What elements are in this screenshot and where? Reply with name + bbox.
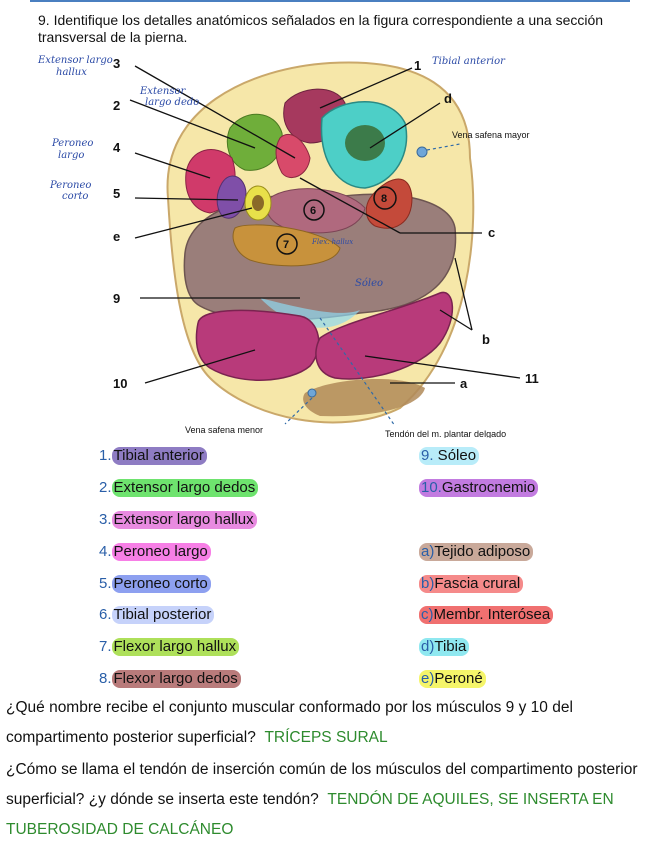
hand-ext-largo-dedo-1: Extensor xyxy=(139,86,186,97)
legend-right-5: d)Tibia xyxy=(419,638,470,656)
label-9: 9 xyxy=(113,291,120,306)
legend-left-4: 5.Peroneo corto xyxy=(99,575,211,593)
question-2-text: ¿Cómo se llama el tendón de inserción co… xyxy=(6,761,638,808)
hand-ext-largo-hallux-1: Extensor largo xyxy=(37,55,113,66)
extensor-dedos-shape xyxy=(226,113,283,171)
legend-left-7: 8.Flexor largo dedos xyxy=(99,670,241,688)
tendon-plantar-label: Tendón del m. plantar delgado xyxy=(385,429,506,438)
hand-flex-hallux: Flex. hallux xyxy=(311,238,353,246)
leg-cross-section-figure: 6 7 8 3 2 4 5 e 9 10 1 d c b a 11 Vena s… xyxy=(37,55,539,438)
label-c: c xyxy=(488,225,495,240)
label-3: 3 xyxy=(113,56,120,71)
legend-right-1: 10.Gastrocnemio xyxy=(419,479,539,497)
label-1: 1 xyxy=(414,58,421,73)
hand-peroneo-largo-1: Peroneo xyxy=(51,138,93,149)
question-2-answer: TENDÓN DE AQUILES, SE INSERTA EN TUBEROS… xyxy=(6,791,614,838)
flexor-hallux-shape xyxy=(232,224,341,267)
label-8: 8 xyxy=(381,193,387,205)
label-2: 2 xyxy=(113,98,120,113)
legend-left-1: 2.Extensor largo dedos xyxy=(99,479,259,497)
hand-peroneo-largo-2: largo xyxy=(58,150,84,161)
legend-right-6: e)Peroné xyxy=(419,670,486,688)
hand-ext-largo-dedo-2: largo dedo xyxy=(145,97,199,108)
label-b: b xyxy=(482,332,490,347)
extensor-hallux-shape xyxy=(275,133,311,178)
label-11: 11 xyxy=(525,371,539,386)
label-d: d xyxy=(444,91,452,106)
label-6: 6 xyxy=(310,205,316,217)
legend-left-6: 7.Flexor largo hallux xyxy=(99,638,240,656)
legend-right-3: b)Fascia crural xyxy=(419,575,524,593)
circle-8 xyxy=(373,186,397,210)
legend-right-2: a)Tejido adiposo xyxy=(419,543,534,561)
gastrocnemio-medial xyxy=(195,309,320,381)
hand-ext-largo-hallux-2: hallux xyxy=(56,67,87,78)
vena-safena-menor-label: Vena safena menor xyxy=(185,425,263,435)
label-e: e xyxy=(113,229,120,244)
label-10: 10 xyxy=(113,376,127,391)
question-2: ¿Cómo se llama el tendón de inserción co… xyxy=(6,755,656,845)
vena-safena-menor-dot xyxy=(307,388,317,398)
hand-tibial-anterior: Tibial anterior xyxy=(432,56,506,67)
label-4: 4 xyxy=(113,140,121,155)
question-1-answer: TRÍCEPS SURAL xyxy=(264,729,388,746)
hand-peroneo-corto-1: Peroneo xyxy=(49,180,91,191)
perone-marrow xyxy=(252,195,264,211)
label-7: 7 xyxy=(283,239,289,251)
vena-safena-mayor-label: Vena safena mayor xyxy=(452,130,530,140)
gastrocnemio-lateral xyxy=(315,291,454,380)
question-1-text: ¿Qué nombre recibe el conjunto muscular … xyxy=(6,699,573,746)
label-a: a xyxy=(460,376,468,391)
header-rule xyxy=(30,0,630,2)
legend-right-0: 9. Sóleo xyxy=(419,447,480,465)
tibia-marrow xyxy=(345,125,385,161)
adipose-region xyxy=(303,378,425,417)
circle-7 xyxy=(276,233,298,255)
vena-safena-mayor-dot xyxy=(416,146,428,158)
dashed-leaders xyxy=(284,143,461,427)
legend-left-0: 1.Tibial anterior xyxy=(99,447,207,465)
hand-peroneo-corto-2: corto xyxy=(62,191,88,202)
leader-lines xyxy=(129,65,521,384)
question-1: ¿Qué nombre recibe el conjunto muscular … xyxy=(6,693,656,753)
question-title: 9. Identifique los detalles anatómicos s… xyxy=(38,12,604,45)
legend-left-3: 4.Peroneo largo xyxy=(99,543,211,561)
label-5: 5 xyxy=(113,186,120,201)
legend-left-5: 6.Tibial posterior xyxy=(99,606,215,624)
legend-left-2: 3.Extensor largo hallux xyxy=(99,511,257,529)
soleo-highlight xyxy=(260,298,360,328)
circle-6 xyxy=(303,199,325,221)
hand-soleo: Sóleo xyxy=(355,278,383,289)
legend-right-4: c)Membr. Interósea xyxy=(419,606,554,624)
